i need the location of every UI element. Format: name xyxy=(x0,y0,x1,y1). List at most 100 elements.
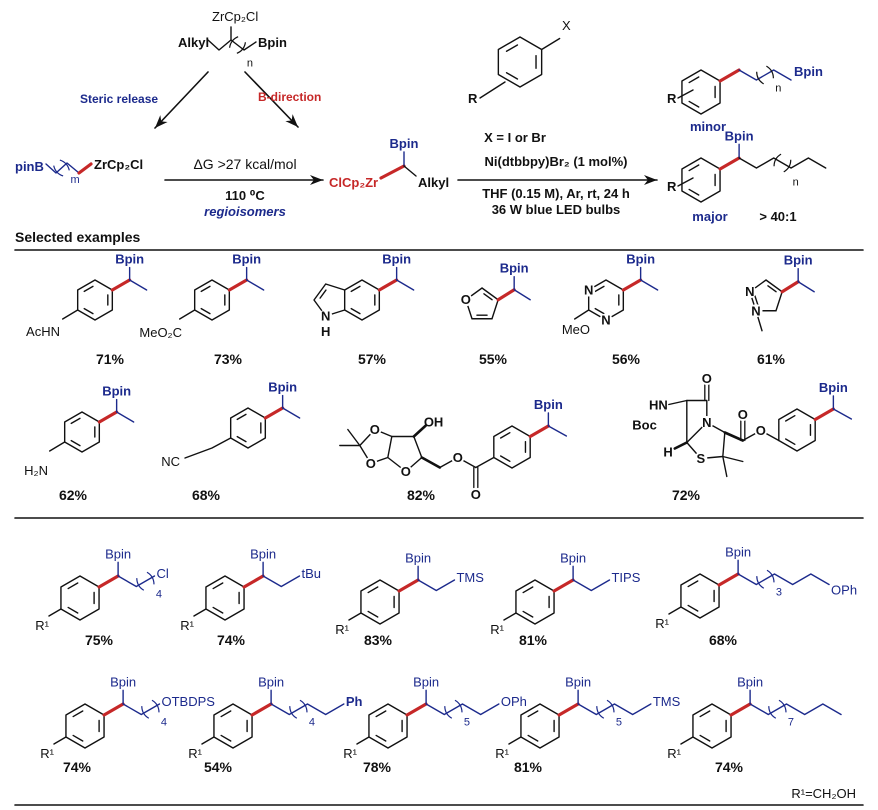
double-bond xyxy=(375,710,387,718)
b-direction-label: B-direction xyxy=(258,90,321,104)
bond xyxy=(540,37,561,51)
repeat-count: 4 xyxy=(309,717,315,729)
r-label: R xyxy=(468,91,478,106)
yield-label: 73% xyxy=(214,351,243,367)
terminal-group-label: OPh xyxy=(501,694,527,709)
repeat-bracket xyxy=(289,706,298,719)
double-bond xyxy=(200,285,211,293)
double-bond xyxy=(212,582,224,590)
r1-label: R¹ xyxy=(490,622,504,637)
new-bond xyxy=(102,702,125,717)
bond xyxy=(178,309,196,320)
oxygen-label: O xyxy=(702,371,712,386)
atom-mask xyxy=(582,283,596,297)
steric-release-label: Steric release xyxy=(80,92,158,106)
methoxy-label: MeO xyxy=(562,322,590,337)
double-bond xyxy=(594,307,605,315)
substituent-label: MeO₂C xyxy=(139,325,182,340)
new-bond xyxy=(557,702,580,717)
repeat-bracket xyxy=(766,65,774,79)
repeat-bracket xyxy=(299,699,308,713)
alkyl-chain xyxy=(122,703,161,716)
hydrogen-label: H xyxy=(321,324,330,339)
double-bond xyxy=(767,285,777,293)
methyl-bond xyxy=(128,279,148,291)
bond xyxy=(403,165,417,177)
repeat-count: 5 xyxy=(464,717,470,729)
methyl-bond xyxy=(245,279,265,291)
substituent-bond xyxy=(677,177,694,187)
bpin-label: Bpin xyxy=(565,674,591,689)
new-bond xyxy=(77,162,93,175)
repeat-bracket xyxy=(236,42,247,54)
repeat-bracket xyxy=(141,706,150,719)
bond xyxy=(475,456,495,469)
double-bond xyxy=(688,76,700,84)
oxygen-label: O xyxy=(738,407,748,422)
bpin-label: Bpin xyxy=(405,550,431,565)
alkyl-chain xyxy=(417,579,456,592)
repeat-count: 7 xyxy=(788,717,794,729)
nitrogen-label: N xyxy=(584,283,593,298)
repeat-bracket xyxy=(136,578,145,591)
r1-label: R¹ xyxy=(35,618,49,633)
repeat-bracket xyxy=(59,159,70,171)
atom-mask xyxy=(399,465,413,478)
new-bond xyxy=(552,578,575,593)
yield-label: 74% xyxy=(217,632,246,648)
repeat-count: n xyxy=(247,58,253,70)
alkyl-chain xyxy=(577,703,652,716)
new-bond xyxy=(717,572,740,587)
atom-mask xyxy=(319,309,333,323)
bpin-label: Bpin xyxy=(794,64,823,79)
r1-label: R¹ xyxy=(343,746,357,761)
new-bond xyxy=(242,574,265,589)
repeat-bracket xyxy=(454,699,463,713)
double-bond xyxy=(367,586,379,594)
benzene-ring xyxy=(60,575,100,621)
alkyl-label: Alkyl xyxy=(178,35,209,50)
temperature-label: 110 ⁰C xyxy=(225,188,265,203)
oxygen-label: O xyxy=(453,450,463,465)
methyl-bond xyxy=(115,411,135,423)
bpin-label: Bpin xyxy=(268,380,297,395)
double-bond xyxy=(236,435,247,443)
bpin-label: Bpin xyxy=(626,252,655,267)
yield-label: 83% xyxy=(364,632,393,648)
substituent-bond xyxy=(479,81,506,99)
terminal-group-label: Cl xyxy=(156,566,168,581)
zirconium-label: ZrCp₂Cl xyxy=(212,9,258,24)
double-bond xyxy=(67,582,79,590)
yield-label: 57% xyxy=(358,351,387,367)
atom-mask xyxy=(743,285,757,299)
alkyl-chain xyxy=(425,703,500,716)
yield-label: 81% xyxy=(514,759,543,775)
atom-mask xyxy=(459,293,473,307)
double-bond xyxy=(522,586,534,594)
yield-label: 55% xyxy=(479,351,508,367)
methyl-bond xyxy=(395,279,415,291)
double-bond xyxy=(527,734,539,742)
bpin-label: Bpin xyxy=(232,252,261,267)
nitrogen-label: N xyxy=(751,303,760,318)
double-bond xyxy=(687,580,699,588)
substituent-bond xyxy=(356,736,370,745)
double-bond xyxy=(505,72,519,80)
oxygen-label: O xyxy=(471,487,481,502)
new-bond xyxy=(813,407,835,422)
double-bond xyxy=(505,44,519,52)
double-bond xyxy=(688,188,700,196)
bpin-label: Bpin xyxy=(105,546,131,561)
hydrogen-label: H xyxy=(663,445,672,460)
alkyl-chain xyxy=(572,579,611,592)
repeat-count: 5 xyxy=(616,717,622,729)
double-bond xyxy=(72,710,84,718)
atom-mask xyxy=(364,457,378,470)
footnote-r1-definition: R¹=CH₂OH xyxy=(791,786,856,801)
cyanomethyl-chain xyxy=(184,437,232,459)
benzene-ring xyxy=(692,703,732,749)
bond xyxy=(573,309,590,320)
double-bond xyxy=(220,710,232,718)
new-bond xyxy=(621,278,643,292)
